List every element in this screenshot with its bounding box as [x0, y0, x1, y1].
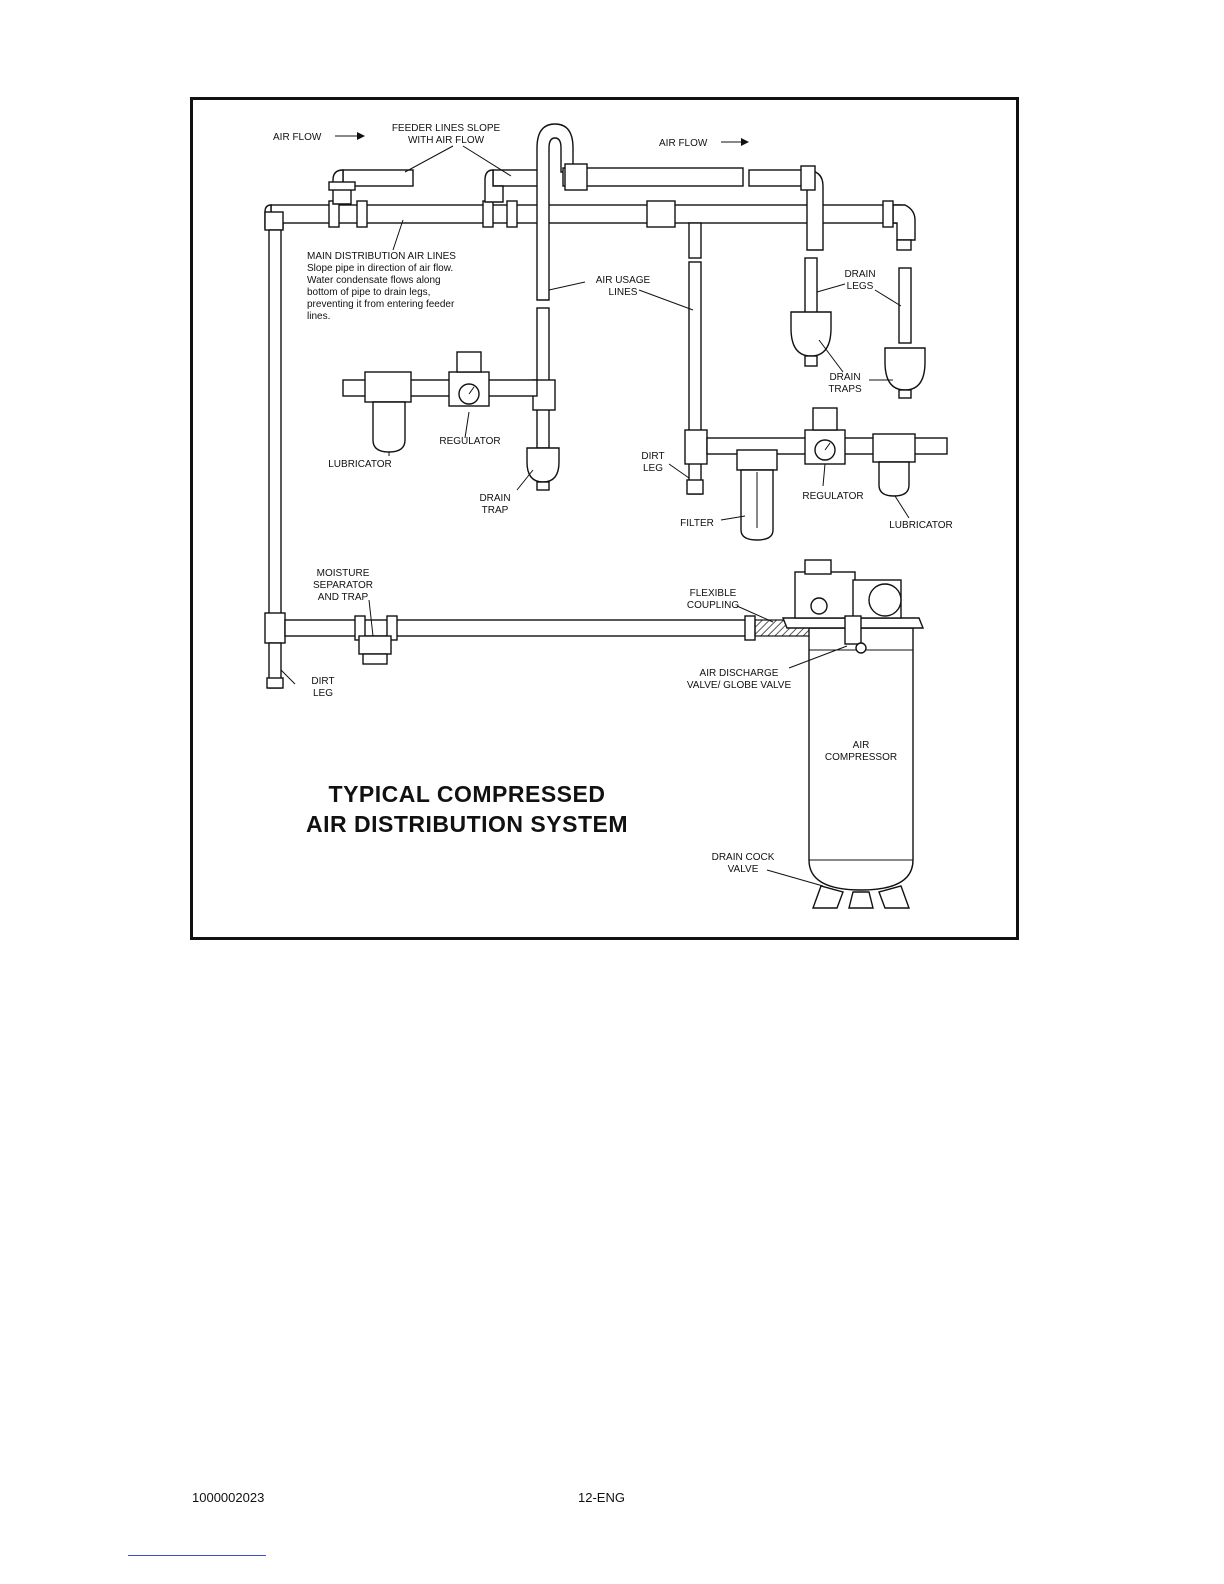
diagram-title-line-2: AIR DISTRIBUTION SYSTEM [306, 811, 628, 837]
air-compressor-label-2: COMPRESSOR [825, 752, 897, 763]
air-discharge-label-2: VALVE/ GLOBE VALVE [687, 680, 792, 691]
feeder-lines-label-1: FEEDER LINES SLOPE [392, 123, 501, 134]
moisture-separator [358, 635, 392, 665]
bottom-link-underline[interactable] [128, 1555, 266, 1556]
drain-legs-label-1: DRAIN [844, 269, 875, 280]
air-usage-line-middle [684, 222, 708, 495]
drain-trap-label-2: TRAP [482, 505, 509, 516]
drain-trap-lower [884, 347, 926, 399]
regulator-label-right: REGULATOR [802, 491, 863, 502]
main-lines-desc-1: Slope pipe in direction of air flow. [307, 263, 453, 274]
drain-trap-upper [790, 311, 832, 367]
air-usage-label-2: LINES [609, 287, 638, 298]
main-lines-desc-4: preventing it from entering feeder [307, 299, 455, 310]
leader-lines [280, 145, 910, 887]
air-discharge-label-1: AIR DISCHARGE [700, 668, 779, 679]
drain-cock-label-1: DRAIN COCK [712, 852, 775, 863]
air-flow-arrow-right-icon [721, 138, 749, 146]
main-lines-desc-2: Water condensate flows along [307, 275, 441, 286]
dirt-leg-left-label-1: DIRT [311, 676, 334, 687]
air-distribution-diagram: AIR FLOW AIR FLOW FEEDER LINES SLOPE WIT… [264, 123, 953, 909]
right-frl-assembly [706, 407, 948, 541]
moisture-label-3: AND TRAP [318, 592, 369, 603]
air-usage-label-1: AIR USAGE [596, 275, 651, 286]
air-compressor [781, 559, 925, 909]
drain-legs-right [804, 239, 912, 344]
document-number: 1000002023 [192, 1490, 265, 1505]
diagram-title-line-1: TYPICAL COMPRESSED [329, 781, 606, 807]
air-usage-line-left [532, 307, 556, 449]
drain-legs-label-2: LEGS [847, 281, 874, 292]
flexible-label-2: COUPLING [687, 600, 739, 611]
dirt-leg-mid-label-1: DIRT [641, 451, 664, 462]
flexible-label-1: FLEXIBLE [690, 588, 737, 599]
main-lines-desc-5: lines. [307, 311, 330, 322]
feeder-loop [484, 123, 824, 301]
main-distribution-pipe [264, 200, 916, 241]
feeder-lines-label-2: WITH AIR FLOW [408, 135, 485, 146]
drain-trap-label-1: DRAIN [479, 493, 510, 504]
drain-cock-label-2: VALVE [728, 864, 759, 875]
diagram-frame: AIR FLOW AIR FLOW FEEDER LINES SLOPE WIT… [190, 97, 1019, 940]
regulator-label-left: REGULATOR [439, 436, 500, 447]
drain-traps-label-2: TRAPS [828, 384, 862, 395]
main-lines-title: MAIN DISTRIBUTION AIR LINES [307, 251, 456, 262]
air-flow-arrow-left-icon [335, 132, 365, 140]
feeder-line-left [328, 169, 414, 205]
dirt-leg-left-label-2: LEG [313, 688, 333, 699]
dirt-leg-mid-label-2: LEG [643, 463, 663, 474]
air-flow-label-right: AIR FLOW [659, 138, 708, 149]
air-compressor-label-1: AIR [853, 740, 870, 751]
bottom-supply-pipe [284, 615, 756, 641]
moisture-label-2: SEPARATOR [313, 580, 373, 591]
page-number: 12-ENG [578, 1490, 625, 1505]
moisture-label-1: MOISTURE [317, 568, 370, 579]
lubricator-label-right: LUBRICATOR [889, 520, 953, 531]
left-riser-pipe [264, 229, 286, 689]
lubricator-label-left: LUBRICATOR [328, 459, 392, 470]
main-lines-desc-3: bottom of pipe to drain legs, [307, 287, 430, 298]
air-flow-label-left: AIR FLOW [273, 132, 322, 143]
filter-label: FILTER [680, 518, 714, 529]
drain-traps-label-1: DRAIN [829, 372, 860, 383]
